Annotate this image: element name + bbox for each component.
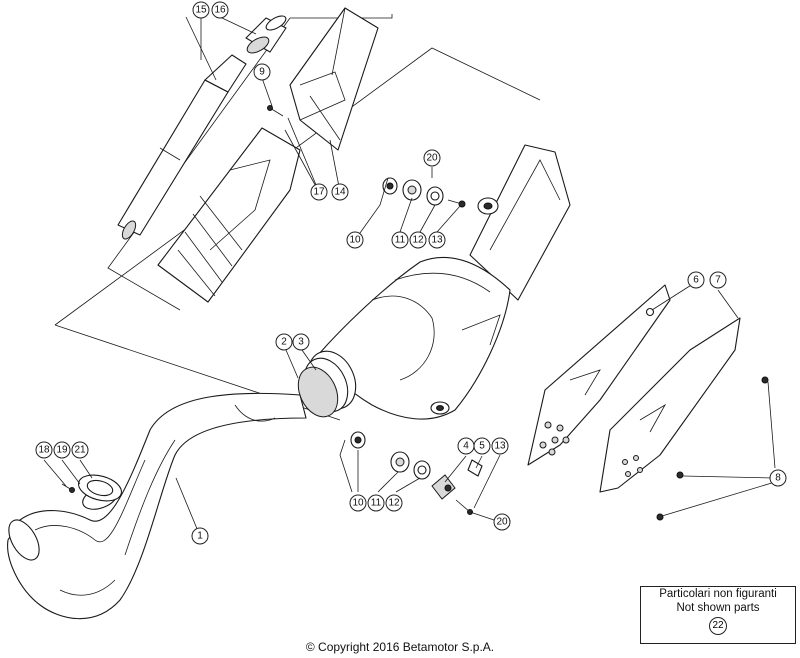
svg-text:12: 12	[388, 498, 400, 509]
callout-13-top: 13	[428, 231, 446, 249]
screw-8-set-part	[656, 376, 769, 521]
svg-text:21: 21	[74, 445, 86, 456]
assembly-frame-main	[54, 47, 541, 326]
callout-12-top: 12	[409, 231, 427, 249]
callout-5: 5	[473, 437, 491, 455]
bottom-washer-set-part	[350, 431, 431, 480]
callout-14: 14	[331, 183, 349, 201]
not-shown-italian-label: Particolari non figuranti	[659, 588, 777, 600]
callout-20-bottom: 20	[493, 513, 511, 531]
header-pipe-part	[7, 392, 307, 620]
svg-text:2: 2	[281, 337, 287, 348]
assembly-frame-upper	[290, 14, 393, 19]
sleeve-part	[245, 15, 287, 54]
callout-11-bottom: 11	[367, 494, 385, 512]
callout-12-bottom: 12	[385, 494, 403, 512]
muffler-shell-part	[157, 127, 301, 303]
svg-text:5: 5	[479, 441, 485, 452]
svg-text:18: 18	[38, 445, 50, 456]
callout-13-bottom: 13	[491, 437, 509, 455]
callout-16: 16	[211, 1, 229, 19]
svg-text:11: 11	[395, 235, 406, 246]
svg-text:7: 7	[715, 275, 721, 286]
screw-9-part	[267, 105, 284, 117]
callout-2: 2	[275, 333, 293, 351]
svg-text:10: 10	[352, 498, 364, 509]
callout-11-top: 11	[391, 231, 409, 249]
callout-10-bottom: 10	[349, 494, 367, 512]
assembly-frame-left	[107, 17, 291, 311]
gasket-flange-part	[61, 474, 123, 502]
svg-text:17: 17	[313, 187, 325, 198]
svg-text:19: 19	[56, 445, 68, 456]
svg-text:13: 13	[494, 441, 506, 452]
leader-lines	[43, 16, 776, 537]
callout-8: 8	[769, 469, 787, 487]
callout-21: 21	[71, 441, 89, 459]
svg-text:14: 14	[334, 187, 346, 198]
svg-text:16: 16	[214, 5, 226, 16]
heat-shield-cover-part	[599, 317, 741, 493]
callout-17: 17	[310, 183, 328, 201]
svg-text:12: 12	[412, 235, 424, 246]
svg-text:20: 20	[496, 517, 508, 528]
copyright-notice: © Copyright 2016 Betamotor S.p.A.	[305, 640, 495, 654]
not-shown-ref-badge: 22	[709, 617, 727, 635]
svg-text:15: 15	[195, 5, 207, 16]
svg-text:20: 20	[426, 153, 438, 164]
callout-4: 4	[457, 437, 475, 455]
tail-tube-part	[117, 54, 247, 240]
callout-1: 1	[191, 527, 209, 545]
top-washer-set-part	[382, 177, 466, 208]
callout-9: 9	[253, 63, 271, 81]
svg-text:4: 4	[463, 441, 469, 452]
svg-text:13: 13	[431, 235, 443, 246]
collector-body-part	[317, 256, 511, 420]
callout-20-top: 20	[423, 149, 441, 167]
not-shown-english-label: Not shown parts	[676, 602, 760, 614]
callout-15: 15	[192, 1, 210, 19]
mount-clamp-part	[431, 459, 483, 515]
callout-3: 3	[292, 333, 310, 351]
seal-rings-part	[297, 350, 357, 418]
svg-text:1: 1	[197, 531, 203, 542]
svg-text:6: 6	[693, 275, 699, 286]
svg-text:3: 3	[298, 337, 304, 348]
svg-text:9: 9	[259, 67, 265, 78]
callout-7: 7	[709, 271, 727, 289]
heat-shield-plate-part	[527, 284, 671, 466]
callout-18: 18	[35, 441, 53, 459]
not-shown-parts-box: Particolari non figuranti Not shown part…	[640, 586, 796, 644]
callout-6: 6	[687, 271, 705, 289]
svg-text:10: 10	[349, 235, 361, 246]
upper-muffler-cover-part	[289, 7, 379, 151]
callout-10-top: 10	[346, 231, 364, 249]
callout-19: 19	[53, 441, 71, 459]
svg-text:11: 11	[371, 498, 382, 509]
silencer-body-part	[469, 144, 571, 301]
svg-text:8: 8	[775, 473, 781, 484]
